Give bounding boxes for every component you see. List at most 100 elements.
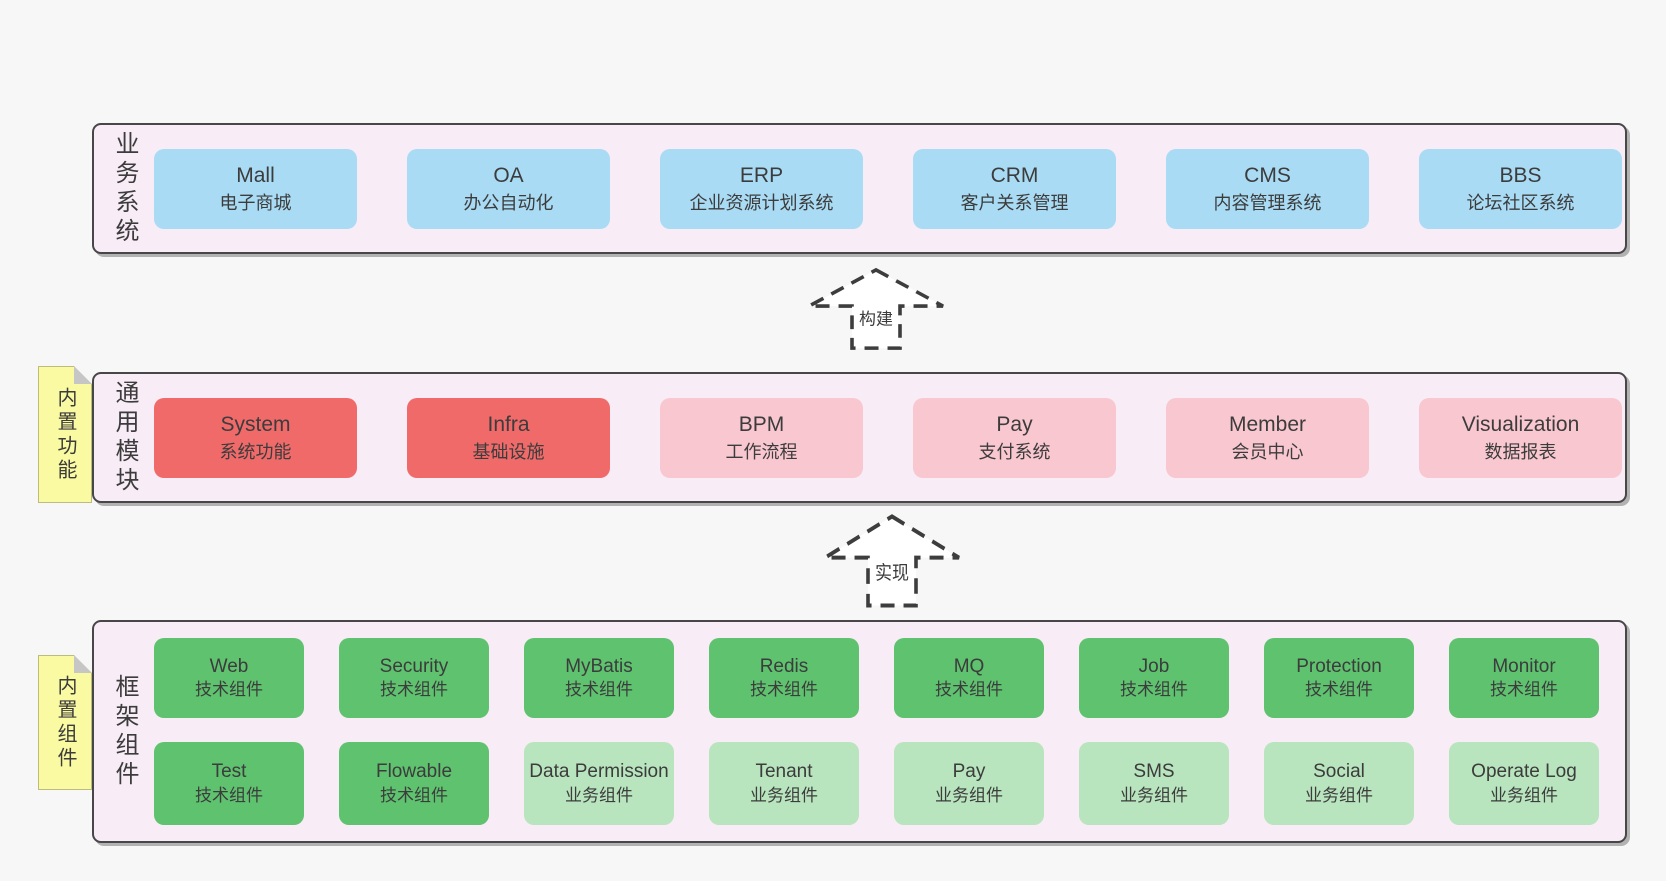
- common-modules-layer-label: 通用模块: [94, 374, 154, 501]
- box-pay-component: Pay 业务组件: [894, 742, 1044, 825]
- box-cms-name: CMS: [1244, 164, 1291, 188]
- box-tenant-desc: 业务组件: [750, 785, 818, 805]
- box-bpm-name: BPM: [738, 413, 785, 437]
- box-security-component: Security 技术组件: [339, 638, 489, 718]
- business-systems-box-row: Mall 电子商城 OA 办公自动化 ERP 企业资源计划系统 CRM 客户关系…: [154, 125, 1630, 252]
- box-oa-desc: 办公自动化: [463, 192, 554, 213]
- box-operate-log-name: Operate Log: [1471, 761, 1577, 783]
- box-oa-name: OA: [493, 164, 524, 188]
- box-job-name: Job: [1138, 655, 1170, 677]
- common-modules-layer: 通用模块 System 系统功能 Infra 基础设施 BPM 工作流程 Pay…: [92, 372, 1627, 503]
- box-monitor-desc: 技术组件: [1490, 680, 1558, 700]
- box-operate-log-desc: 业务组件: [1490, 785, 1558, 805]
- box-bpm: BPM 工作流程: [660, 397, 863, 478]
- box-visualization-name: Visualization: [1461, 413, 1580, 437]
- box-mall-desc: 电子商城: [219, 192, 292, 213]
- box-pay-component-name: Pay: [952, 761, 986, 783]
- box-system-name: System: [220, 413, 291, 437]
- sticky-note-text: 内置功能: [54, 386, 76, 483]
- box-protection-component: Protection 技术组件: [1264, 638, 1414, 718]
- box-redis-component: Redis 技术组件: [709, 638, 859, 718]
- box-pay-module-desc: 支付系统: [978, 441, 1051, 462]
- box-security-desc: 技术组件: [380, 680, 448, 700]
- framework-components-layer-label: 框架组件: [94, 622, 154, 841]
- box-mybatis-component: MyBatis 技术组件: [524, 638, 674, 718]
- box-data-permission-component: Data Permission 业务组件: [524, 742, 674, 825]
- box-data-permission-name: Data Permission: [529, 761, 669, 783]
- box-cms: CMS 内容管理系统: [1166, 148, 1369, 229]
- box-bbs-name: BBS: [1499, 164, 1542, 188]
- box-infra-desc: 基础设施: [472, 441, 545, 462]
- box-protection-desc: 技术组件: [1305, 680, 1373, 700]
- build-arrow-icon: 构建: [808, 267, 944, 350]
- layer-label-text: 通用模块: [111, 379, 138, 496]
- box-web-desc: 技术组件: [195, 680, 263, 700]
- layer-label-text: 业务系统: [111, 130, 138, 247]
- layer-label-text: 框架组件: [111, 673, 138, 790]
- box-infra: Infra 基础设施: [407, 397, 610, 478]
- box-redis-name: Redis: [759, 655, 809, 677]
- common-modules-box-row: System 系统功能 Infra 基础设施 BPM 工作流程 Pay 支付系统…: [154, 374, 1630, 501]
- box-member: Member 会员中心: [1166, 397, 1369, 478]
- box-test-name: Test: [211, 761, 247, 783]
- box-bbs-desc: 论坛社区系统: [1466, 192, 1575, 213]
- box-erp: ERP 企业资源计划系统: [660, 148, 863, 229]
- box-social-name: Social: [1313, 761, 1365, 783]
- box-mq-name: MQ: [953, 655, 985, 677]
- business-systems-layer: 业务系统 Mall 电子商城 OA 办公自动化 ERP 企业资源计划系统 CRM…: [92, 123, 1627, 254]
- box-monitor-name: Monitor: [1492, 655, 1556, 677]
- box-test-component: Test 技术组件: [154, 742, 304, 825]
- box-mq-component: MQ 技术组件: [894, 638, 1044, 718]
- box-tenant-name: Tenant: [755, 761, 813, 783]
- box-redis-desc: 技术组件: [750, 680, 818, 700]
- box-mybatis-desc: 技术组件: [565, 680, 633, 700]
- build-arrow-outline: [808, 267, 944, 350]
- box-member-desc: 会员中心: [1231, 441, 1304, 462]
- box-infra-name: Infra: [487, 413, 530, 437]
- box-cms-desc: 内容管理系统: [1213, 192, 1322, 213]
- box-member-name: Member: [1228, 413, 1307, 437]
- box-sms-component: SMS 业务组件: [1079, 742, 1229, 825]
- box-mq-desc: 技术组件: [935, 680, 1003, 700]
- box-operate-log-component: Operate Log 业务组件: [1449, 742, 1599, 825]
- box-mybatis-name: MyBatis: [565, 655, 633, 677]
- box-bbs: BBS 论坛社区系统: [1419, 148, 1622, 229]
- implement-arrow-icon: 实现: [824, 514, 960, 608]
- box-flowable-desc: 技术组件: [380, 785, 448, 805]
- box-flowable-component: Flowable 技术组件: [339, 742, 489, 825]
- box-bpm-desc: 工作流程: [725, 441, 798, 462]
- framework-components-row-2: Test 技术组件 Flowable 技术组件 Data Permission …: [154, 742, 1625, 825]
- box-monitor-component: Monitor 技术组件: [1449, 638, 1599, 718]
- box-data-permission-desc: 业务组件: [565, 785, 633, 805]
- box-oa: OA 办公自动化: [407, 148, 610, 229]
- box-sms-desc: 业务组件: [1120, 785, 1188, 805]
- box-system: System 系统功能: [154, 397, 357, 478]
- framework-components-grid: Web 技术组件 Security 技术组件 MyBatis 技术组件 Redi…: [154, 622, 1625, 841]
- box-crm-name: CRM: [990, 164, 1039, 188]
- box-social-desc: 业务组件: [1305, 785, 1373, 805]
- box-protection-name: Protection: [1296, 655, 1382, 677]
- box-web-component: Web 技术组件: [154, 638, 304, 718]
- box-visualization-desc: 数据报表: [1484, 441, 1557, 462]
- implement-arrow-label: 实现: [875, 562, 909, 583]
- box-crm-desc: 客户关系管理: [960, 192, 1069, 213]
- business-systems-layer-label: 业务系统: [94, 125, 154, 252]
- box-job-component: Job 技术组件: [1079, 638, 1229, 718]
- box-system-desc: 系统功能: [219, 441, 292, 462]
- box-pay-module-name: Pay: [996, 413, 1033, 437]
- framework-components-layer: 框架组件 Web 技术组件 Security 技术组件 MyBatis 技术组件…: [92, 620, 1627, 843]
- box-security-name: Security: [379, 655, 449, 677]
- box-mall-name: Mall: [236, 164, 275, 188]
- implement-arrow-outline: [824, 514, 960, 608]
- box-pay-module: Pay 支付系统: [913, 397, 1116, 478]
- box-test-desc: 技术组件: [195, 785, 263, 805]
- sticky-note-built-in-features: 内置功能: [38, 366, 92, 503]
- box-flowable-name: Flowable: [375, 761, 453, 783]
- build-arrow-label: 构建: [859, 310, 893, 329]
- box-crm: CRM 客户关系管理: [913, 148, 1116, 229]
- box-mall: Mall 电子商城: [154, 148, 357, 229]
- box-social-component: Social 业务组件: [1264, 742, 1414, 825]
- box-pay-component-desc: 业务组件: [935, 785, 1003, 805]
- sticky-note-text: 内置组件: [54, 674, 76, 771]
